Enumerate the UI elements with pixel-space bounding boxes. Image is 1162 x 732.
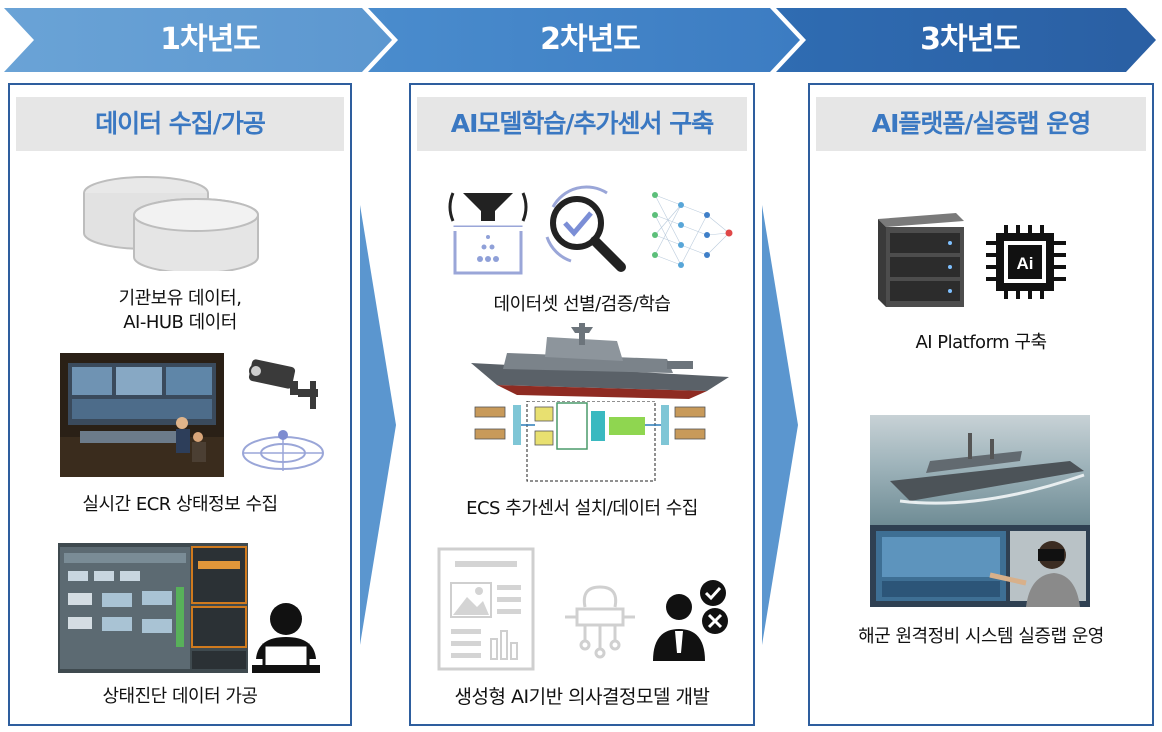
caption-navy-remote-lab: 해군 원격정비 시스템 실증랩 운영 <box>858 626 1104 647</box>
panel-data-collection: 데이터 수집/가공 기관보유 데이터, AI-HUB 데이터 <box>8 83 352 726</box>
cctv-camera-icon <box>248 359 318 409</box>
caption-dataset: 데이터셋 선별/검증/학습 <box>493 294 671 315</box>
location-target-icon <box>242 430 324 471</box>
chevron-year-3 <box>776 8 1156 72</box>
magnifier-check-icon <box>545 185 626 272</box>
vr-lab-photo <box>870 525 1090 607</box>
svg-text:Ai: Ai <box>1017 254 1034 273</box>
neural-network-icon <box>652 192 733 268</box>
arrow-right-icon <box>762 205 798 645</box>
report-document-icon <box>437 547 535 671</box>
chevron-year-1 <box>4 8 392 72</box>
decision-person-icon <box>653 580 728 661</box>
control-room-photo <box>60 353 224 477</box>
caption-ai-platform: AI Platform 구축 <box>915 332 1047 353</box>
ai-circuit-icon <box>565 585 635 659</box>
arrow-right-icon <box>360 205 396 645</box>
caption-aihub-data: AI-HUB 데이터 <box>123 312 237 333</box>
ecs-system-diagram <box>474 401 706 482</box>
panel-ai-model: AI모델학습/추가센서 구축 데이터셋 선별/검증/학습 <box>409 83 755 726</box>
navy-ship-photo <box>870 415 1090 525</box>
monitoring-software-screenshot <box>58 543 248 673</box>
caption-institution-data: 기관보유 데이터, <box>118 288 242 309</box>
ai-chip-icon: Ai <box>986 225 1066 299</box>
chevron-year-2 <box>368 8 800 72</box>
year-3-label: 3차년도 <box>920 22 1021 57</box>
server-icon <box>878 213 964 307</box>
warship-image <box>471 323 729 399</box>
year-1-label: 1차년도 <box>160 22 261 57</box>
caption-diagnosis-data: 상태진단 데이터 가공 <box>102 686 258 707</box>
database-icon <box>83 176 259 271</box>
caption-ecs-sensor: ECS 추가센서 설치/데이터 수집 <box>466 498 698 519</box>
panel-title: 데이터 수집/가공 <box>16 97 344 151</box>
panel-title: AI모델학습/추가센서 구축 <box>417 97 747 151</box>
caption-genai-decision: 생성형 AI기반 의사결정모델 개발 <box>454 686 710 708</box>
year-2-label: 2차년도 <box>540 22 641 57</box>
panel-title: AI플랫폼/실증랩 운영 <box>816 97 1146 151</box>
operator-laptop-icon <box>252 603 320 673</box>
data-filter-icon <box>448 192 528 275</box>
caption-ecr-status: 실시간 ECR 상태정보 수집 <box>82 494 278 515</box>
year-chevron-bar <box>4 8 1156 72</box>
panel-ai-platform: AI플랫폼/실증랩 운영 Ai AI Platform 구축 <box>808 83 1154 726</box>
